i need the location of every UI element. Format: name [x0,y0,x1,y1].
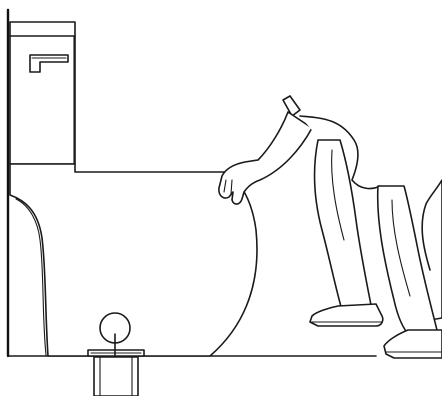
floor-flange-icon [88,350,144,356]
toilet-tank [10,22,75,164]
drain-pipe-icon [94,357,138,396]
hands-icon [219,96,312,204]
installer-legs-icon [300,116,442,336]
